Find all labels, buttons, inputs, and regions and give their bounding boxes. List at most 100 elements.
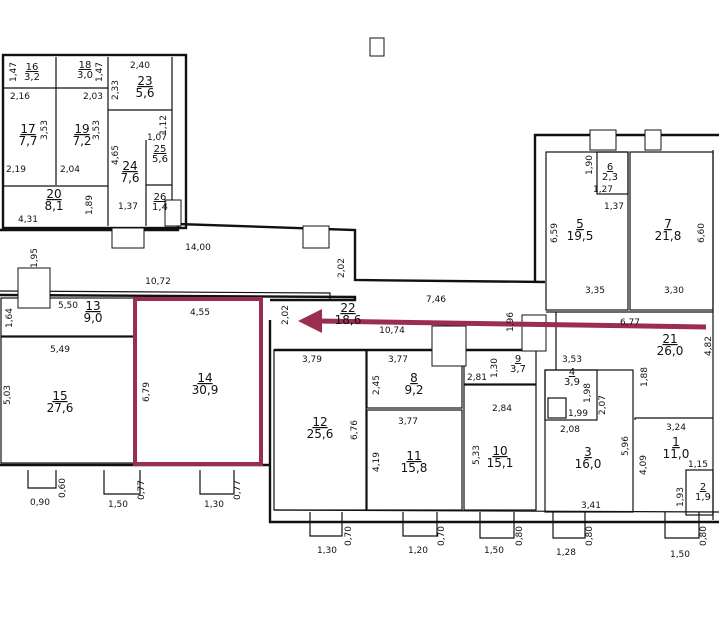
dimension-label: 6,77 bbox=[620, 318, 640, 328]
room-number: 9 bbox=[515, 354, 521, 365]
room-18: 183,0 bbox=[77, 60, 93, 81]
room-number: 10 bbox=[492, 444, 507, 458]
balcony bbox=[479, 512, 515, 539]
dimension-label: 0,70 bbox=[437, 526, 447, 546]
dimension-label: 2,40 bbox=[130, 61, 150, 71]
dimension-label: 4,55 bbox=[190, 308, 210, 318]
dimension-label: 0,77 bbox=[233, 480, 243, 500]
room-number: 6 bbox=[607, 162, 613, 173]
room-number: 26 bbox=[154, 192, 167, 203]
dimension-label: 3,77 bbox=[398, 417, 418, 427]
room-2: 21,9 bbox=[695, 482, 711, 503]
room-area: 15,1 bbox=[487, 456, 514, 470]
room-number: 23 bbox=[137, 74, 152, 88]
room-number: 21 bbox=[662, 332, 677, 346]
dimension-label: 1,99 bbox=[568, 409, 588, 419]
dimension-label: 0,77 bbox=[137, 480, 147, 500]
room-area: 25,6 bbox=[307, 427, 334, 441]
dimension-label: 1,30 bbox=[204, 500, 224, 510]
dimension-label: 2,19 bbox=[6, 165, 26, 175]
room-area: 9,2 bbox=[404, 383, 423, 397]
dimension-label: 0,80 bbox=[699, 526, 709, 546]
dimension-label: 5,03 bbox=[3, 385, 13, 405]
room-7: 721,8 bbox=[655, 217, 682, 243]
dimension-label: 0,60 bbox=[58, 478, 68, 498]
room-area: 18,6 bbox=[335, 313, 362, 327]
room-area: 3,2 bbox=[24, 72, 40, 83]
room-17: 177,7 bbox=[18, 122, 37, 148]
dimension-label: 10,74 bbox=[379, 326, 405, 336]
highlighted-room-14-outline bbox=[133, 297, 263, 466]
room-number: 3 bbox=[584, 445, 592, 459]
dimension-label: 1,12 bbox=[159, 115, 169, 135]
dimension-label: 3,41 bbox=[581, 501, 601, 511]
balcony bbox=[664, 512, 700, 539]
room-number: 7 bbox=[664, 217, 672, 231]
balcony bbox=[199, 470, 235, 495]
dimension-label: 1,96 bbox=[506, 312, 516, 332]
dimension-label: 2,16 bbox=[10, 92, 30, 102]
room-area: 15,8 bbox=[401, 461, 428, 475]
dimension-label: 4,19 bbox=[372, 452, 382, 472]
room-area: 5,6 bbox=[152, 154, 168, 165]
dimension-label: 1,50 bbox=[108, 500, 128, 510]
room-26: 261,4 bbox=[152, 192, 168, 213]
dimension-label: 3,24 bbox=[666, 423, 686, 433]
dimension-label: 5,49 bbox=[50, 345, 70, 355]
dimension-label: 4,82 bbox=[704, 336, 714, 356]
room-3: 316,0 bbox=[575, 445, 602, 471]
dimension-label: 1,15 bbox=[688, 460, 708, 470]
room-number: 15 bbox=[52, 389, 67, 403]
dimension-label: 3,53 bbox=[562, 355, 582, 365]
dimension-label: 5,50 bbox=[58, 301, 78, 311]
dimension-label: 5,96 bbox=[621, 436, 631, 456]
dimension-label: 2,81 bbox=[467, 373, 487, 383]
walls bbox=[0, 37, 719, 524]
direction-arrow bbox=[298, 309, 707, 333]
room-number: 8 bbox=[410, 371, 418, 385]
dimension-label: 4,65 bbox=[111, 145, 121, 165]
room-area: 11,0 bbox=[663, 447, 690, 461]
dimension-label: 1,30 bbox=[317, 546, 337, 556]
room-area: 19,5 bbox=[567, 229, 594, 243]
dimension-label: 7,46 bbox=[426, 295, 446, 305]
dimension-label: 2,04 bbox=[60, 165, 80, 175]
dimension-label: 2,07 bbox=[598, 395, 608, 415]
dimension-label: 6,79 bbox=[142, 382, 152, 402]
room-area: 27,6 bbox=[47, 401, 74, 415]
room-number: 25 bbox=[154, 144, 167, 155]
dimension-label: 1,98 bbox=[583, 383, 593, 403]
room-area: 16,0 bbox=[575, 457, 602, 471]
dimension-label: 1,28 bbox=[556, 548, 576, 558]
dimension-label: 0,70 bbox=[344, 526, 354, 546]
room-25: 255,6 bbox=[152, 144, 168, 165]
room-16: 163,2 bbox=[24, 62, 40, 83]
dimension-label: 0,80 bbox=[515, 526, 525, 546]
dimension-label: 1,47 bbox=[9, 62, 19, 82]
dimension-label: 4,09 bbox=[639, 455, 649, 475]
balconies bbox=[27, 470, 700, 539]
dimension-label: 1,37 bbox=[118, 202, 138, 212]
room-number: 19 bbox=[74, 122, 89, 136]
room-number: 17 bbox=[20, 122, 35, 136]
room-area: 7,6 bbox=[120, 171, 139, 185]
room-20: 208,1 bbox=[44, 187, 63, 213]
room-number: 13 bbox=[85, 299, 100, 313]
room-area: 26,0 bbox=[657, 344, 684, 358]
dimension-label: 6,60 bbox=[697, 223, 707, 243]
balcony bbox=[402, 512, 438, 537]
dimension-label: 2,84 bbox=[492, 404, 512, 414]
room-area: 2,3 bbox=[602, 172, 618, 183]
dimension-label: 3,77 bbox=[388, 355, 408, 365]
dimension-label: 2,45 bbox=[372, 375, 382, 395]
room-number: 5 bbox=[576, 217, 584, 231]
room-area: 3,7 bbox=[510, 364, 526, 375]
dimension-label: 1,50 bbox=[670, 550, 690, 560]
balcony bbox=[552, 512, 586, 539]
dimension-label: 2,03 bbox=[83, 92, 103, 102]
